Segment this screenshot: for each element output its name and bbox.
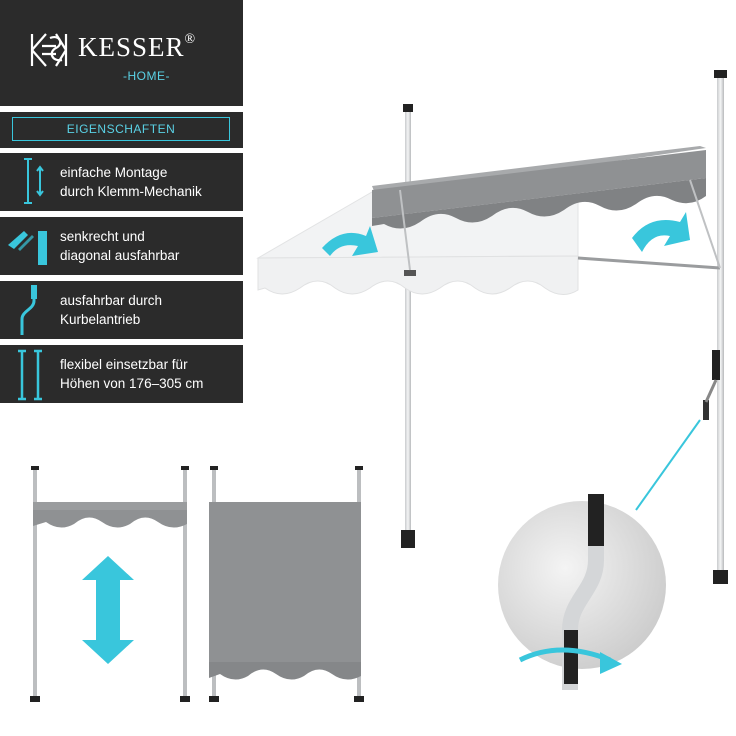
crank-detail [498,419,701,690]
properties-header: EIGENSCHAFTEN [0,112,243,148]
brand-sub: -HOME- [123,69,170,83]
up-down-arrow-icon [82,556,134,664]
crank-handle [703,400,709,420]
rotate-arrow-icon [322,226,378,256]
retracted-diagram [30,466,190,702]
extended-diagram [209,466,364,702]
left-pole [405,112,411,542]
main-awning [256,70,728,584]
height-poles-icon [18,349,42,401]
pole-foot [401,530,415,548]
awning-fabric [372,150,706,218]
properties-label: EIGENSCHAFTEN [12,117,230,141]
logo-panel: KESSER® -HOME- [0,0,243,106]
right-pole [717,78,724,578]
brand-name: KESSER® [78,32,197,62]
rotate-arrow-icon [632,212,690,252]
vertical-arrows-icon [24,158,44,204]
kesser-logo-icon [30,33,68,67]
awning-angle-icon [8,231,47,265]
crank-icon [20,285,37,335]
pole-foot [713,570,728,584]
